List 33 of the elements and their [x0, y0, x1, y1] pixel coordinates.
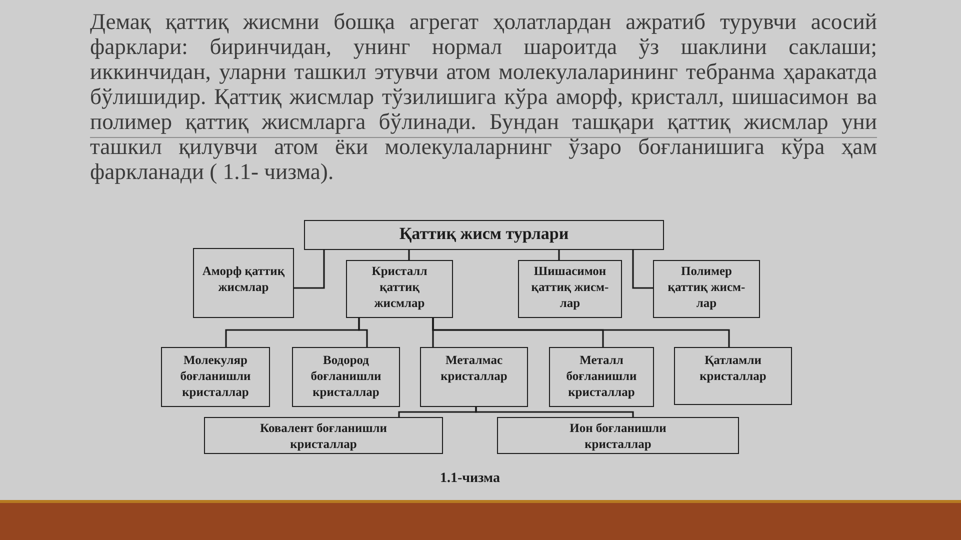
- category-box: [549, 347, 654, 407]
- figure-caption: 1.1-чизма: [440, 471, 500, 487]
- box-label: Қатламли кристаллар: [698, 352, 768, 384]
- box-label: Металмас кристаллар: [440, 352, 508, 384]
- box-label: Водород боғланишли кристаллар: [310, 352, 382, 400]
- connector-line: [358, 318, 368, 347]
- box-label: Ковалент боғланишли кристаллар: [259, 420, 388, 452]
- category-box: [193, 248, 294, 318]
- box-label: Кристалл қаттиқ жисмлар: [370, 263, 428, 311]
- category-box: [653, 260, 760, 318]
- connector-line: [475, 407, 634, 417]
- category-box: [292, 347, 400, 407]
- connector-line: [294, 250, 325, 289]
- category-box: [420, 347, 528, 407]
- box-label: Полимер қаттиқ жисм-лар: [666, 263, 746, 311]
- box-label: Молекуляр боғланишли кристаллар: [179, 352, 252, 400]
- body-paragraph: Демақ қаттиқ жисмни бошқа агрегат ҳолатлардан ажратиб турувчи асосий фарклари: биринчидан, унинг нормал шароитда ўз шаклини саклаши; иккинчидан, уларни ташкил этувчи атом молекулаларининг тебранма ҳаракатда бўлишидир. Қаттиқ жисмлар тўзилишига кўра аморф, кристалл, шишасимон ва полимер қаттиқ жисмларга бўлинади. Бундан ташқари қаттиқ жисмлар уни ташкил қилувчи атом ёки молекулаларнинг ўзаро боғланишига кўра ҳам фаркланади ( 1.1- чизма).: [90, 9, 877, 184]
- category-box: [518, 260, 622, 318]
- category-box: [204, 417, 443, 454]
- box-label: Ион боғланишли кристаллар: [568, 420, 668, 452]
- box-label: Металл боғланишли кристаллар: [565, 352, 638, 400]
- connector-line: [408, 250, 410, 260]
- category-box: [346, 260, 453, 318]
- connector-line: [558, 250, 560, 260]
- connector-line: [432, 318, 730, 347]
- box-title: Қаттиқ жисм турлари: [398, 224, 570, 244]
- box-label: Шишасимон қаттиқ жисм-лар: [530, 263, 610, 311]
- box-label: Аморф қаттиқ жисмлар: [201, 263, 286, 295]
- category-box: [161, 347, 270, 407]
- connector-line: [632, 250, 653, 289]
- category-box: [674, 347, 792, 405]
- title-box: [304, 220, 664, 250]
- category-box: [497, 417, 739, 454]
